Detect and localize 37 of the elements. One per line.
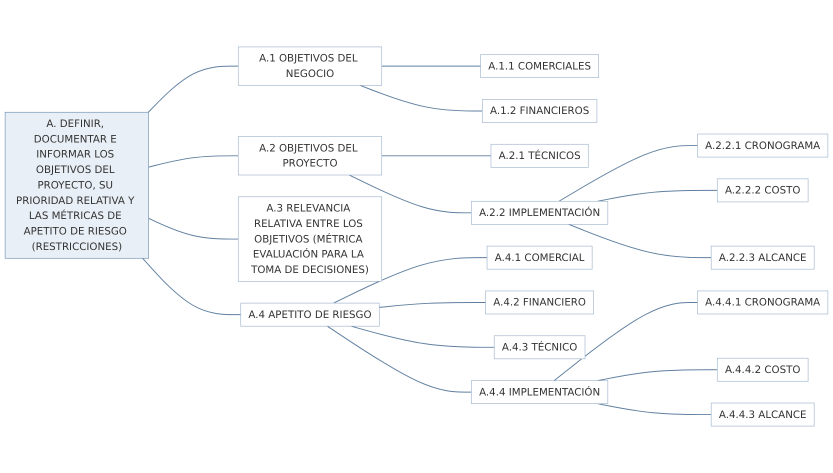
connector [148, 218, 239, 240]
connector [148, 155, 239, 168]
node-box: A.2.2.1 CRONOGRAMA [697, 134, 828, 158]
connector [597, 190, 718, 202]
connector [568, 224, 712, 258]
node-box: A.4.4.2 COSTO [716, 358, 808, 382]
node-box: A.4.4 IMPLEMENTACIÓN [471, 380, 608, 404]
node-box: A.4.3 TÉCNICO [494, 335, 586, 360]
connector [597, 369, 718, 382]
connector [333, 257, 488, 304]
node-box: A.1 OBJETIVOS DEL NEGOCIO [238, 46, 382, 86]
connector [597, 403, 712, 416]
connector [558, 145, 698, 202]
node-box: A.4.1 COMERCIAL [486, 246, 592, 270]
node-box: A.4.4.3 ALCANCE [710, 402, 814, 426]
node-box: A. DEFINIR, DOCUMENTAR E INFORMAR LOS OBJETIVOS DEL PROYECTO, SU PRIORIDAD RELATIVA Y LAS MÉTRICAS DE APETITO DE RIESGO (RESTRICCIONES) [4, 112, 149, 259]
node-box: A.3 RELEVANCIA RELATIVA ENTRE LOS OBJETIVOS (MÉTRICA EVALUACIÓN PARA LA TOMA DE DECISIONES) [238, 196, 382, 282]
connector [326, 326, 472, 393]
node-box: A.4.4.1 CRONOGRAMA [697, 290, 828, 314]
connector [554, 302, 698, 382]
node-box: A.4.2 FINANCIERO [485, 290, 594, 314]
connector [348, 174, 472, 214]
connector [381, 66, 482, 67]
node-box: A.2 OBJETIVOS DEL PROYECTO [238, 136, 382, 176]
node-box: A.2.2.2 COSTO [716, 178, 808, 202]
node-box: A.1.2 FINANCIEROS [482, 99, 598, 123]
connector [381, 155, 492, 156]
connector [378, 302, 486, 308]
node-box: A.2.2.3 ALCANCE [710, 246, 814, 270]
connector [359, 84, 483, 112]
connector [148, 66, 239, 113]
connector [142, 258, 242, 316]
node-box: A.2.2 IMPLEMENTACIÓN [471, 200, 608, 225]
node-box: A.2.1 TÉCNICOS [490, 144, 589, 168]
node-box: A.1.1 COMERCIALES [480, 54, 599, 78]
connector [350, 326, 495, 348]
node-box: A.4 APETITO DE RIESGO [240, 302, 380, 326]
